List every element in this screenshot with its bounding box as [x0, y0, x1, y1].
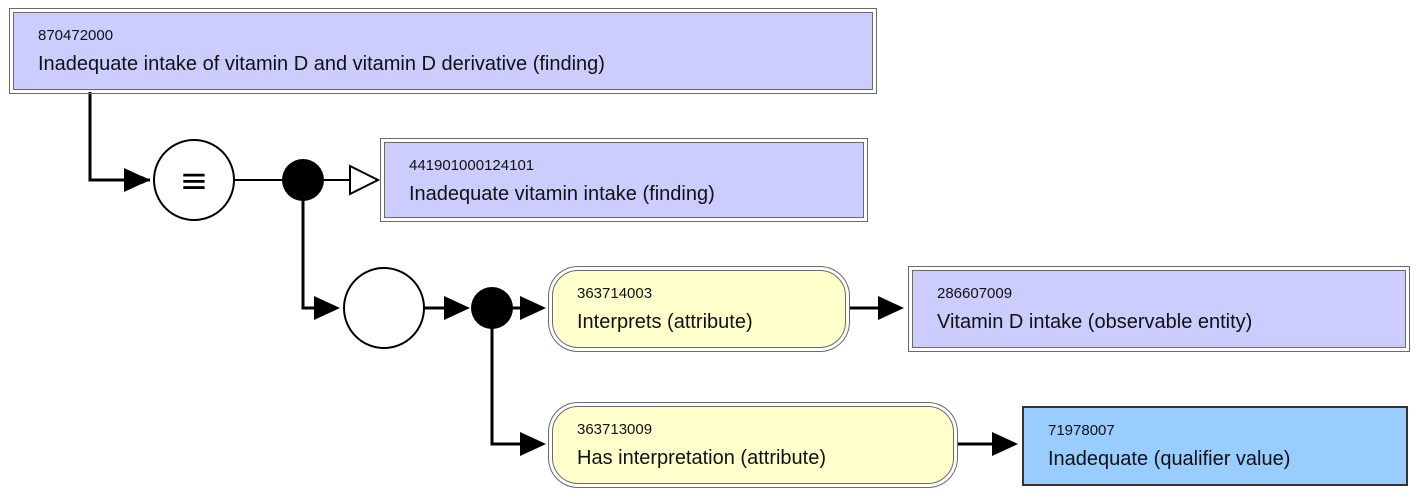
value-interprets-code: 286607009 — [937, 285, 1013, 302]
value-interprets-box: 286607009 Vitamin D intake (observable e… — [908, 266, 1410, 352]
attribute-group-icon — [343, 267, 425, 349]
value-has-interpretation-code: 71978007 — [1048, 422, 1115, 439]
value-interprets-label: Vitamin D intake (observable entity) — [937, 311, 1253, 333]
equivalent-icon: ≡ — [180, 161, 209, 201]
arrowhead — [992, 432, 1018, 456]
arrowhead — [314, 296, 340, 320]
conjunction-dot-icon — [471, 287, 513, 329]
conjunction-dot-icon — [282, 159, 324, 201]
attribute-interprets-code: 363714003 — [577, 285, 653, 302]
is-a-arrowhead-icon — [349, 164, 381, 196]
value-has-interpretation-label: Inadequate (qualifier value) — [1048, 448, 1291, 470]
parent-concept-box: 441901000124101 Inadequate vitamin intak… — [380, 138, 868, 222]
attribute-interprets-box: 363714003 Interprets (attribute) — [552, 270, 846, 348]
root-concept-code: 870472000 — [38, 27, 114, 44]
attribute-interprets-label: Interprets (attribute) — [577, 311, 753, 333]
connector-conjunction-to-group — [301, 200, 318, 310]
parent-concept-code: 441901000124101 — [409, 157, 535, 174]
attribute-has-interpretation-box: 363713009 Has interpretation (attribute) — [552, 406, 954, 484]
arrowhead — [520, 296, 546, 320]
value-has-interpretation-box: 71978007 Inadequate (qualifier value) — [1022, 406, 1408, 486]
attribute-has-interpretation-label: Has interpretation (attribute) — [577, 447, 827, 469]
attribute-has-interpretation-code: 363713009 — [577, 421, 653, 438]
arrowhead — [124, 168, 150, 192]
connector-to-has-interpretation — [490, 328, 522, 446]
parent-concept-label: Inadequate vitamin intake (finding) — [409, 183, 715, 205]
arrowhead — [520, 432, 546, 456]
arrowhead — [878, 296, 904, 320]
root-concept-box: 870472000 Inadequate intake of vitamin D… — [9, 8, 877, 94]
connector-root-to-definition — [88, 92, 150, 184]
arrowhead — [444, 296, 470, 320]
root-concept-label: Inadequate intake of vitamin D and vitam… — [38, 53, 605, 75]
